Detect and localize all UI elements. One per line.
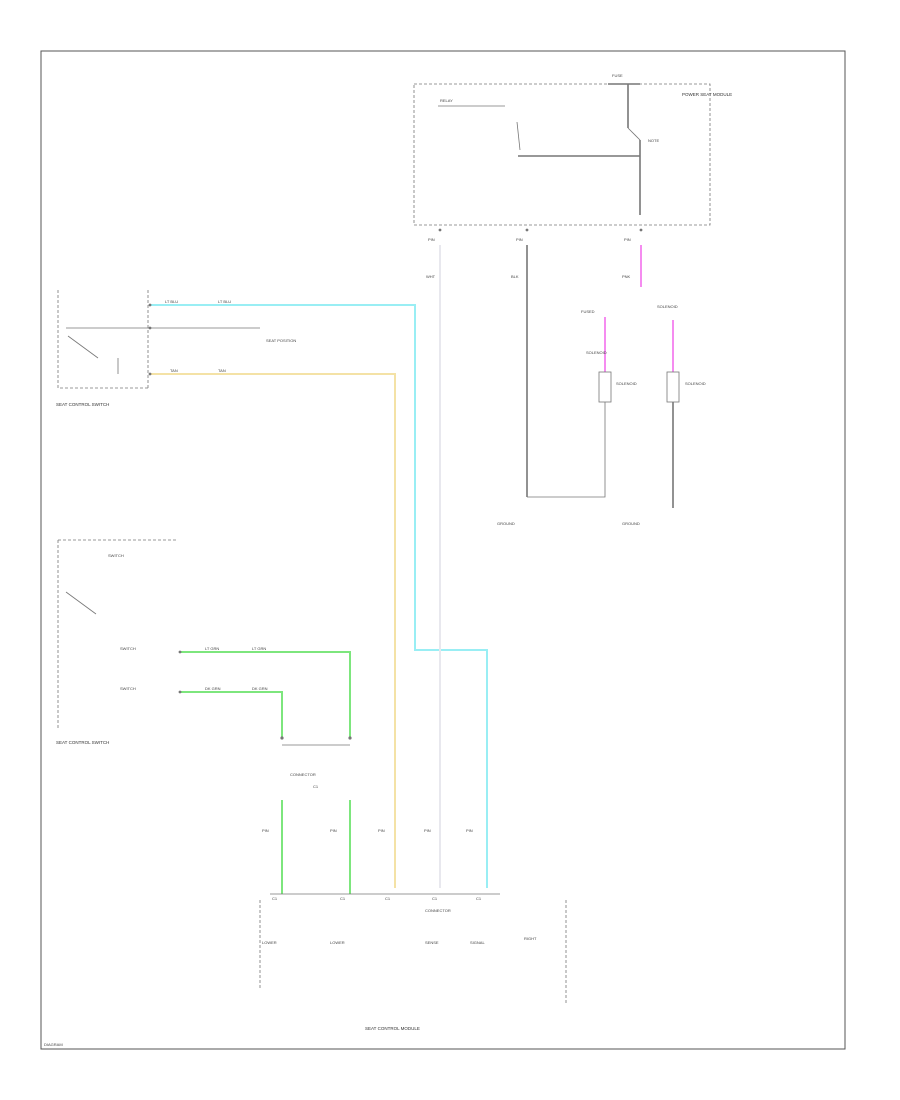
bottom-pin-2: PIN — [330, 828, 337, 833]
wire-label-right: PNK — [622, 274, 631, 279]
bottom-connector-label: CONNECTOR — [425, 908, 451, 913]
tan-wire — [150, 373, 396, 888]
wire-label-lt-grn-1: LT GRN — [205, 646, 219, 651]
top-module-inner-label: RELAY — [440, 98, 453, 103]
light-blue-wire — [150, 304, 488, 888]
connector-sublabel: C1 — [313, 784, 319, 789]
relay-switch-arm — [516, 121, 521, 151]
solenoid-left — [598, 371, 612, 403]
bottom-label-4: SIGNAL — [470, 940, 485, 945]
bottom-pin-5: PIN — [466, 828, 473, 833]
pin-label-right: PIN — [624, 237, 631, 242]
wire-label-left: WHT — [426, 274, 436, 279]
relay-note: NOTE — [648, 138, 659, 143]
upper-switch-output-label: SEAT POSITION — [266, 338, 296, 343]
wire-label-middle: BLK — [511, 274, 519, 279]
splice-dots — [148, 228, 643, 740]
connector-label: CONNECTOR — [290, 772, 316, 777]
fuse-label: FUSE — [612, 73, 623, 78]
black-return-wire — [527, 402, 606, 498]
wire-label-tan-2: TAN — [218, 368, 226, 373]
bottom-label-5: RIGHT — [524, 936, 537, 941]
upper-switch-arm — [67, 335, 99, 359]
wire-label-tan-1: TAN — [170, 368, 178, 373]
ground-right-label: GROUND — [622, 521, 640, 526]
solenoid-right — [666, 371, 680, 403]
wire-label-dk-grn-1: DK GRN — [205, 686, 221, 691]
wire-label-lt-blu-2: LT BLU — [218, 299, 231, 304]
dark-green-wire — [180, 691, 283, 738]
solenoid-label-left-top: SOLENOID — [586, 350, 607, 355]
corner-note: DIAGRAM — [44, 1042, 63, 1047]
wire-label-dk-grn-2: DK GRN — [252, 686, 268, 691]
lower-switch-label: SEAT CONTROL SWITCH — [56, 740, 109, 745]
bottom-label-1: LOWER — [262, 940, 277, 945]
bottom-label-2: LOWER — [330, 940, 345, 945]
top-module-box — [413, 83, 711, 226]
solenoid-label-right-top: SOLENOID — [657, 304, 678, 309]
light-green-wire — [180, 651, 351, 738]
solenoid-left-label: SOLENOID — [616, 381, 637, 386]
switch-note: FUSED — [581, 309, 595, 314]
lower-switch-item2: SWITCH — [120, 686, 136, 691]
bottom-pin-c1-1: C1 — [272, 896, 278, 901]
bottom-pin-c1-2: C1 — [340, 896, 346, 901]
wire-label-lt-grn-2: LT GRN — [252, 646, 266, 651]
bottom-pin-c1-5: C1 — [476, 896, 482, 901]
pin-label-middle: PIN — [516, 237, 523, 242]
bottom-pin-1: PIN — [262, 828, 269, 833]
top-module-label: POWER SEAT MODULE — [682, 92, 732, 97]
lower-switch-arm — [65, 591, 97, 615]
upper-switch-label: SEAT CONTROL SWITCH — [56, 402, 109, 407]
ground-middle-label: GROUND — [497, 521, 515, 526]
lower-switch-item1: SWITCH — [120, 646, 136, 651]
relay-link — [627, 127, 641, 141]
bottom-module-label: SEAT CONTROL MODULE — [365, 1026, 420, 1031]
wire-label-lt-blu-1: LT BLU — [165, 299, 178, 304]
bottom-pin-3: PIN — [378, 828, 385, 833]
bottom-pin-c1-4: C1 — [432, 896, 438, 901]
solenoid-right-label: SOLENOID — [685, 381, 706, 386]
bottom-pin-c1-3: C1 — [385, 896, 391, 901]
pin-label-left: PIN — [428, 237, 435, 242]
bottom-pin-4: PIN — [424, 828, 431, 833]
upper-switch-bracket — [57, 290, 148, 389]
bottom-label-3: SENSE — [425, 940, 439, 945]
diagram-frame — [40, 50, 846, 1050]
lower-switch-header: SWITCH — [108, 553, 124, 558]
